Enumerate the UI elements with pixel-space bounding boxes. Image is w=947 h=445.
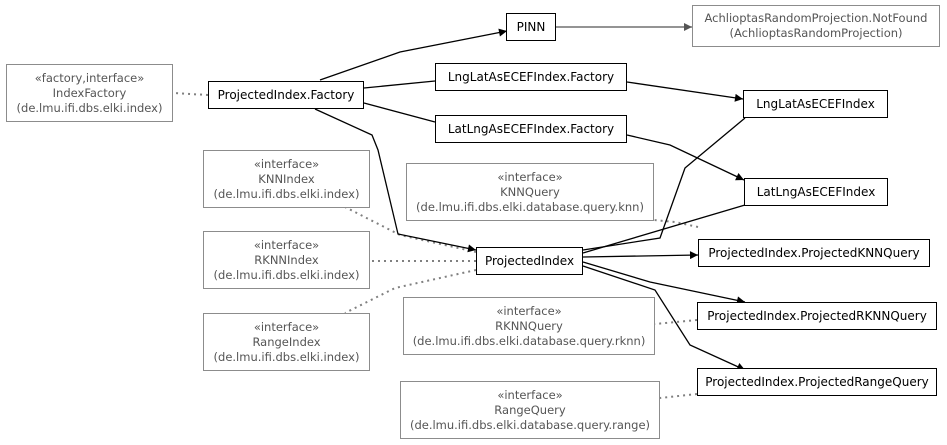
edge-factory-to-projectedindex <box>314 108 477 253</box>
node-rangequery-stereotype: «interface» <box>497 387 563 402</box>
edge-prknnquery-to-rknnquery <box>654 319 698 325</box>
node-notfound-name: AchlioptasRandomProjection.NotFound <box>704 11 928 25</box>
node-rangeindex-stereotype: «interface» <box>253 319 320 334</box>
node-knnindex-name: KNNIndex <box>258 171 315 186</box>
node-lnglat-factory[interactable]: LngLatAsECEFIndex.Factory <box>435 63 627 91</box>
node-projected-rknnquery[interactable]: ProjectedIndex.ProjectedRKNNQuery <box>697 302 937 330</box>
node-latlng-factory[interactable]: LatLngAsECEFIndex.Factory <box>435 115 627 143</box>
node-latlng-index-name: LatLngAsECEFIndex <box>756 184 876 199</box>
node-lnglat-factory-name: LngLatAsECEFIndex.Factory <box>447 69 615 84</box>
node-projected-rangequery-name: ProjectedIndex.ProjectedRangeQuery <box>705 374 929 389</box>
node-indexfactory-stereotype: «factory,interface» <box>34 70 145 85</box>
node-rknnquery-stereotype: «interface» <box>496 303 562 318</box>
node-rangeindex[interactable]: «interface» RangeIndex (de.lmu.ifi.dbs.e… <box>203 313 370 371</box>
node-rknnindex-name: RKNNIndex <box>254 252 319 267</box>
node-lnglat-index[interactable]: LngLatAsECEFIndex <box>743 90 888 118</box>
node-rknnquery-name: RKNNQuery <box>495 318 563 333</box>
edge-lnglatfactory-to-lnglatindex <box>626 81 744 102</box>
node-rknnindex-package: (de.lmu.ifi.dbs.elki.index) <box>213 267 360 282</box>
node-rangequery-package: (de.lmu.ifi.dbs.elki.database.query.rang… <box>409 417 651 432</box>
node-projectedindex[interactable]: ProjectedIndex <box>476 247 583 275</box>
node-rangeindex-name: RangeIndex <box>252 334 321 349</box>
node-indexfactory-name: IndexFactory <box>52 85 127 100</box>
node-indexfactory-package: (de.lmu.ifi.dbs.elki.index) <box>16 100 163 115</box>
node-pinn[interactable]: PINN <box>506 13 556 41</box>
edge-projectedindex-to-rangeindex <box>344 269 477 314</box>
node-latlng-factory-name: LatLngAsECEFIndex.Factory <box>447 121 615 136</box>
node-rangequery[interactable]: «interface» RangeQuery (de.lmu.ifi.dbs.e… <box>400 381 660 439</box>
node-projectedindex-factory-name: ProjectedIndex.Factory <box>217 87 355 102</box>
node-knnquery-name: KNNQuery <box>500 184 560 199</box>
edge-pknnquery-to-knnquery <box>653 219 699 228</box>
node-knnquery-package: (de.lmu.ifi.dbs.elki.database.query.knn) <box>416 199 644 214</box>
node-projected-rangequery[interactable]: ProjectedIndex.ProjectedRangeQuery <box>697 368 937 396</box>
node-indexfactory[interactable]: «factory,interface» IndexFactory (de.lmu… <box>6 64 173 122</box>
edge-projectedindex-to-pknnquery <box>582 251 699 260</box>
node-rknnindex-stereotype: «interface» <box>253 237 320 252</box>
edge-factory-to-indexfactory <box>172 92 209 96</box>
edge-projectedindex-to-lnglatindex <box>582 117 746 251</box>
node-knnquery[interactable]: «interface» KNNQuery (de.lmu.ifi.dbs.elk… <box>406 163 654 221</box>
node-rangequery-name: RangeQuery <box>494 402 566 417</box>
edge-factory-to-pinn <box>319 28 508 81</box>
edge-projectedindex-to-prangequery <box>582 265 746 371</box>
node-lnglat-index-name: LngLatAsECEFIndex <box>756 96 875 111</box>
node-projected-knnquery[interactable]: ProjectedIndex.ProjectedKNNQuery <box>698 239 930 267</box>
node-knnindex-stereotype: «interface» <box>253 156 320 171</box>
node-projectedindex-factory[interactable]: ProjectedIndex.Factory <box>208 81 364 109</box>
edge-factory-to-latlngfactory <box>363 102 436 123</box>
node-notfound[interactable]: AchlioptasRandomProjection.NotFound (Ach… <box>692 5 940 47</box>
node-latlng-index[interactable]: LatLngAsECEFIndex <box>744 178 888 206</box>
node-notfound-package: (AchlioptasRandomProjection) <box>729 26 903 40</box>
node-pinn-name: PINN <box>516 19 546 34</box>
node-projectedindex-name: ProjectedIndex <box>484 253 575 268</box>
node-rknnquery-package: (de.lmu.ifi.dbs.elki.database.query.rknn… <box>412 333 646 348</box>
node-knnindex-package: (de.lmu.ifi.dbs.elki.index) <box>213 186 360 201</box>
node-rknnquery[interactable]: «interface» RKNNQuery (de.lmu.ifi.dbs.el… <box>403 297 655 355</box>
node-projected-rknnquery-name: ProjectedIndex.ProjectedRKNNQuery <box>707 308 927 323</box>
edge-factory-to-lnglatfactory <box>363 80 436 89</box>
node-projected-knnquery-name: ProjectedIndex.ProjectedKNNQuery <box>708 245 920 260</box>
node-rknnindex[interactable]: «interface» RKNNIndex (de.lmu.ifi.dbs.el… <box>203 231 370 289</box>
edge-projectedindex-to-prknnquery <box>582 261 746 305</box>
node-knnindex[interactable]: «interface» KNNIndex (de.lmu.ifi.dbs.elk… <box>203 150 370 208</box>
node-knnquery-stereotype: «interface» <box>497 169 563 184</box>
node-rangeindex-package: (de.lmu.ifi.dbs.elki.index) <box>213 349 360 364</box>
edge-prangequery-to-rangequery <box>659 393 698 399</box>
edge-projectedindex-to-latlngindex <box>582 204 746 254</box>
edge-latlngfactory-to-latlngindex <box>626 134 745 181</box>
edge-projectedindex-to-knnindex <box>344 206 477 253</box>
